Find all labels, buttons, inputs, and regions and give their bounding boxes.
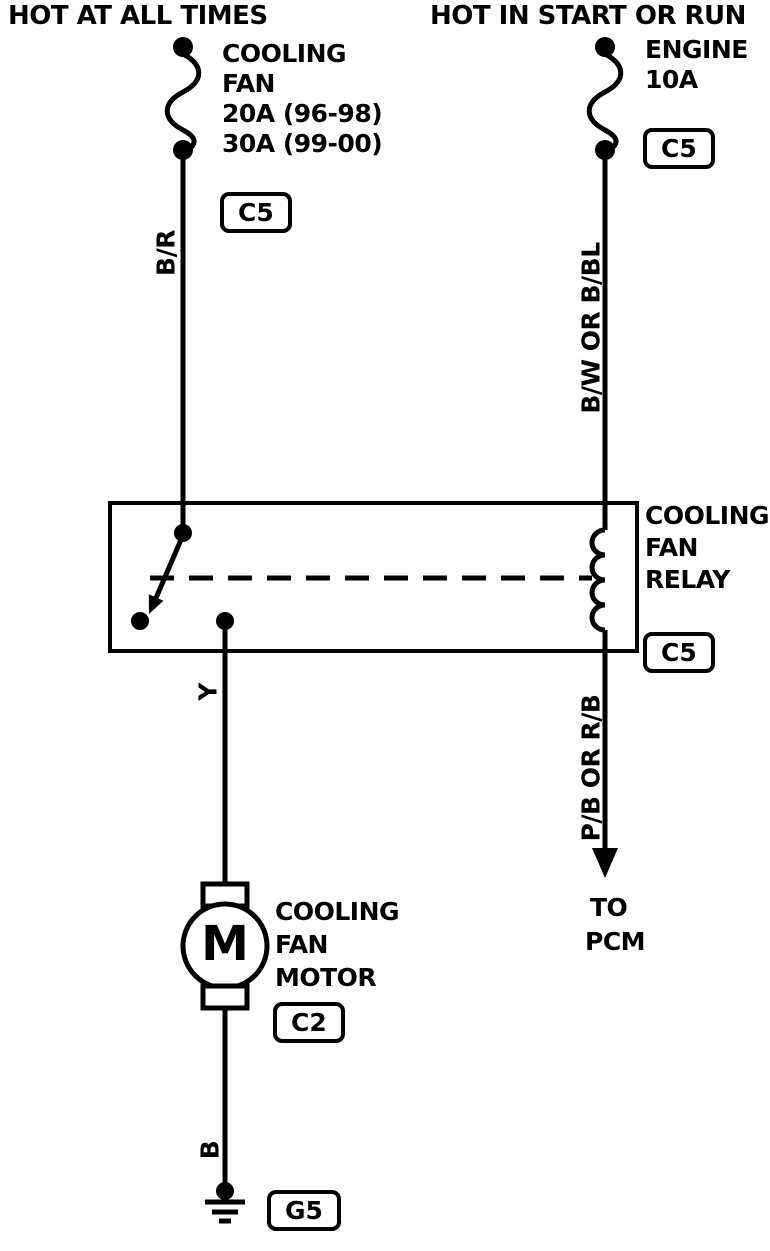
header-hot-in-start-or-run: HOT IN START OR RUN	[430, 1, 746, 31]
right-fuse-bottom-dot	[595, 140, 615, 160]
relay-box	[108, 501, 639, 653]
left-fuse-label-line: 30A (99-00)	[222, 129, 383, 158]
relay-label-line: FAN	[645, 533, 698, 562]
left-fuse-label-line: FAN	[222, 69, 275, 98]
left-fuse-label-line: 20A (96-98)	[222, 99, 383, 128]
relay-coil	[589, 527, 606, 633]
wire-label-b: B	[195, 1140, 225, 1160]
to-pcm-label-line: TO	[590, 893, 628, 922]
right-fuse-top-dot	[595, 37, 615, 57]
wire-label-br: B/R	[151, 230, 181, 276]
right-fuse-connector: C5	[643, 128, 715, 170]
motor-label-line: FAN	[275, 930, 328, 959]
motor-label-line: COOLING	[275, 897, 400, 926]
relay-switch-left-contact-dot	[131, 612, 149, 630]
relay-connector: C5	[643, 632, 715, 674]
relay-label-line: COOLING	[645, 501, 770, 530]
relay-switch-blade	[153, 534, 186, 599]
wire-label-pb-or-rb: P/B OR R/B	[576, 694, 606, 842]
left-fuse-element	[164, 51, 202, 151]
header-hot-at-all-times: HOT AT ALL TIMES	[8, 1, 268, 31]
ground-dot	[216, 1182, 234, 1200]
wire-label-y: Y	[193, 683, 223, 701]
motor-connector: C2	[273, 1002, 345, 1044]
ground-connector: G5	[267, 1190, 341, 1232]
relay-switch-output-dot	[216, 612, 234, 630]
left-fuse-connector: C5	[220, 192, 292, 234]
left-fuse-label-line: COOLING	[222, 39, 347, 68]
to-pcm-label-line: PCM	[585, 927, 646, 956]
wire-label-bw-or-bbl: B/W OR B/BL	[576, 242, 606, 414]
right-fuse-label-line: 10A	[645, 65, 698, 94]
relay-label-line: RELAY	[645, 565, 730, 594]
motor-bottom-terminal	[200, 983, 250, 1011]
right-fuse-element	[586, 51, 624, 151]
pcm-arrowhead	[592, 848, 618, 878]
motor-label-line: MOTOR	[275, 963, 377, 992]
motor-symbol-letter: M	[201, 915, 249, 972]
left-fuse-bottom-dot	[173, 140, 193, 160]
relay-switch-common-dot	[174, 524, 192, 542]
relay-switch-blade-arrowhead	[148, 594, 164, 614]
left-fuse-top-dot	[173, 37, 193, 57]
right-fuse-label-line: ENGINE	[645, 35, 748, 64]
